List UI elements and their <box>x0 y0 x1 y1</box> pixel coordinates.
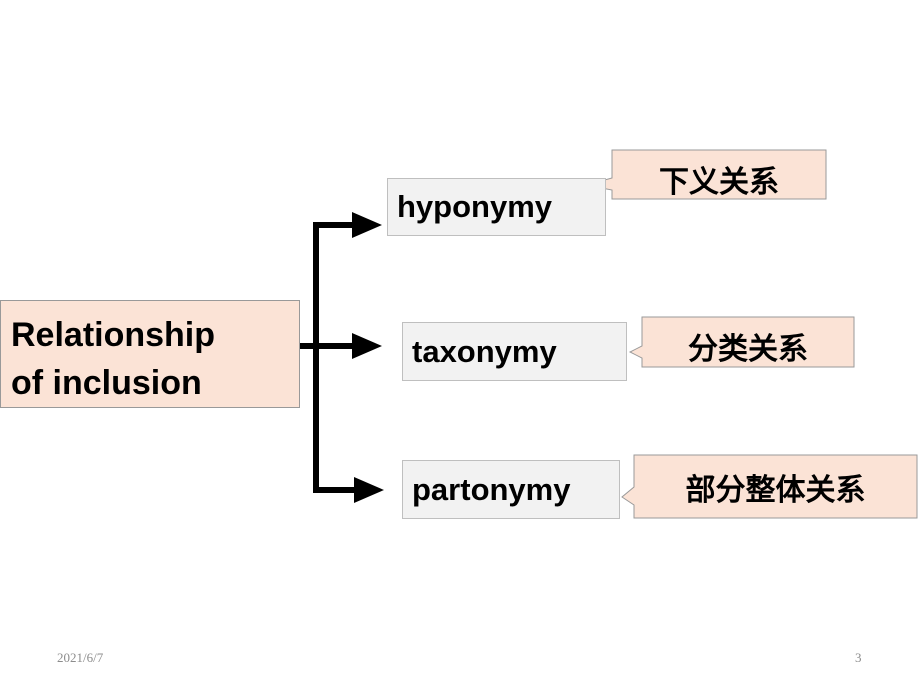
root-node-relationship-of-inclusion: Relationship of inclusion <box>0 300 300 408</box>
term-label: taxonymy <box>412 333 557 369</box>
arrowhead-taxonymy <box>352 333 382 359</box>
translation-taxonymy: 分类关系 <box>688 332 808 367</box>
arrowhead-partonymy <box>354 477 384 503</box>
term-label: hyponymy <box>397 189 553 224</box>
term-label: partonymy <box>412 471 571 507</box>
footer-date: 2021/6/7 <box>57 650 104 665</box>
term-node-partonymy: partonymy <box>402 460 620 519</box>
arrowhead-hyponymy <box>352 212 382 238</box>
term-node-hyponymy: hyponymy <box>387 178 606 236</box>
term-node-taxonymy: taxonymy <box>402 322 627 381</box>
translation-hyponymy: 下义关系 <box>659 165 779 200</box>
translation-partonymy: 部分整体关系 <box>685 473 866 508</box>
footer-page-number: 3 <box>855 650 862 665</box>
